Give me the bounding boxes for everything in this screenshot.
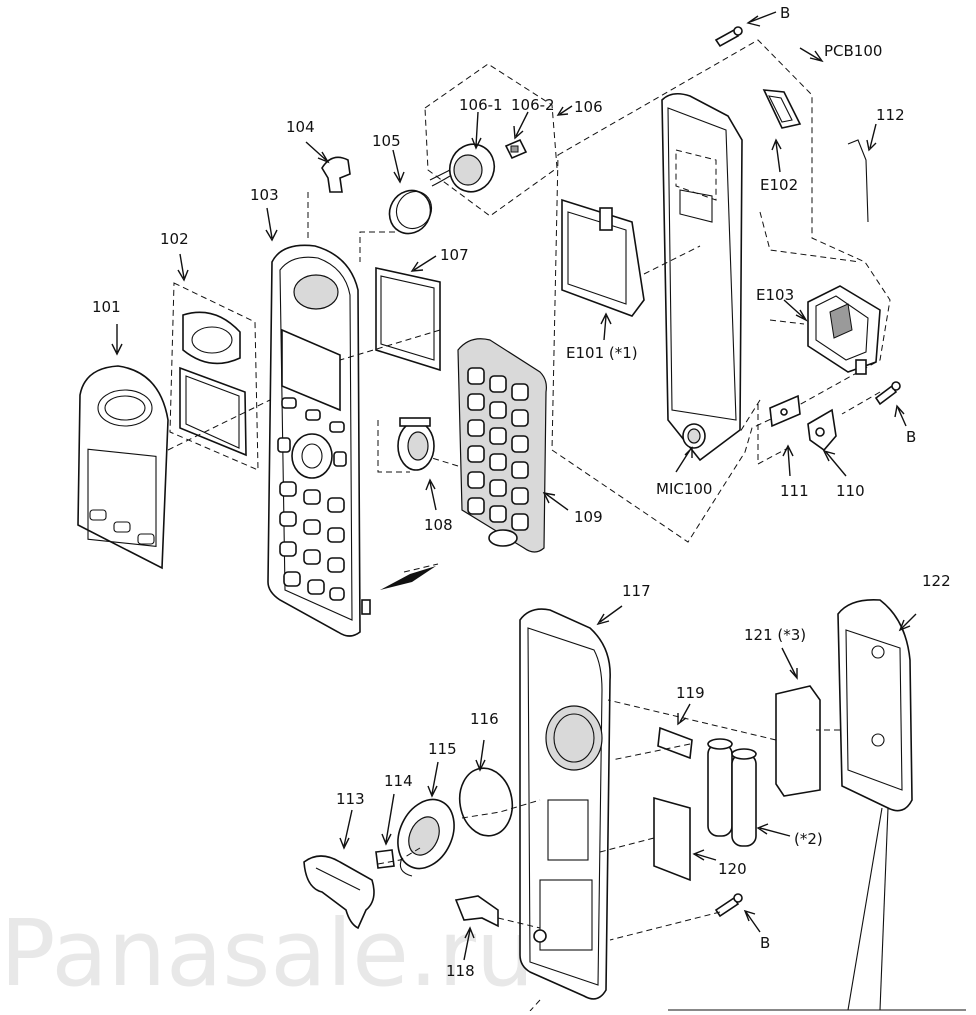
keypad-key xyxy=(489,427,507,445)
label-105: 105 xyxy=(372,132,401,150)
label-110: 110 xyxy=(836,482,865,500)
keypad-key xyxy=(467,471,485,489)
part-114-cushion xyxy=(375,849,395,869)
label-pcb100: PCB100 xyxy=(824,42,882,60)
part-118-bracket xyxy=(454,895,499,928)
part-119-label xyxy=(657,726,693,760)
label-108: 108 xyxy=(424,516,453,534)
part-116-mesh-disc xyxy=(458,767,514,837)
label-star2: (*2) xyxy=(794,830,823,848)
label-106-2: 106-2 xyxy=(511,96,555,114)
label-107: 107 xyxy=(440,246,469,264)
part-112-wire xyxy=(847,139,869,223)
label-e102: E102 xyxy=(760,176,798,194)
assembly-arrow xyxy=(380,566,436,590)
keypad-key xyxy=(489,401,507,419)
keypad-key xyxy=(489,375,507,393)
label-b-right: B xyxy=(906,428,916,446)
part-e103-connector xyxy=(807,285,881,375)
pcb100-board xyxy=(661,92,743,462)
label-106: 106 xyxy=(574,98,603,116)
part-e101-lcd-module xyxy=(561,198,701,317)
label-117: 117 xyxy=(622,582,651,600)
screw-b-top xyxy=(714,26,743,48)
part-103-front-case xyxy=(267,244,371,637)
part-labels: 101 102 103 104 105 106-1 106-2 106 107 … xyxy=(92,4,951,980)
part-117-rear-case xyxy=(519,608,611,1000)
part-104-clip xyxy=(307,156,351,240)
keypad-key xyxy=(467,393,485,411)
part-115-speaker xyxy=(397,798,455,877)
keypad-key xyxy=(489,453,507,471)
keypad-key xyxy=(511,513,529,531)
label-119: 119 xyxy=(676,684,705,702)
part-106-receiver-assy xyxy=(424,63,558,217)
part-101-front-panel xyxy=(77,365,169,570)
label-e101: E101 (*1) xyxy=(566,344,638,362)
label-120: 120 xyxy=(718,860,747,878)
part-120-sheet xyxy=(653,796,691,882)
label-106-1: 106-1 xyxy=(459,96,503,114)
keypad-key xyxy=(511,435,529,453)
keypad-key xyxy=(467,445,485,463)
keypad-key xyxy=(489,505,507,523)
screw-b-bottom xyxy=(714,893,743,918)
watermark: Panasale.ru xyxy=(0,900,534,1007)
label-114: 114 xyxy=(384,772,413,790)
label-b-top: B xyxy=(780,4,790,22)
label-arrows xyxy=(111,11,917,961)
label-121: 121 (*3) xyxy=(744,626,806,644)
label-109: 109 xyxy=(574,508,603,526)
part-105-disc xyxy=(359,189,433,262)
part-102-lens-group xyxy=(169,282,259,471)
part-e102-pad xyxy=(762,89,802,129)
part-113-holder xyxy=(303,855,375,930)
part-109-keypad-rubber xyxy=(457,338,547,553)
label-118: 118 xyxy=(446,962,475,980)
keypad-key xyxy=(467,497,485,515)
pcb-group-boundary xyxy=(551,39,891,543)
part-121-battery-pack xyxy=(775,685,821,797)
leader-lines xyxy=(167,211,881,1012)
label-115: 115 xyxy=(428,740,457,758)
label-113: 113 xyxy=(336,790,365,808)
part-122-battery-cover xyxy=(837,598,913,812)
batteries xyxy=(707,738,757,847)
label-112: 112 xyxy=(876,106,905,124)
label-101: 101 xyxy=(92,298,121,316)
keypad-key xyxy=(467,367,485,385)
part-108-receiver xyxy=(377,417,435,473)
label-e103: E103 xyxy=(756,286,794,304)
label-104: 104 xyxy=(286,118,315,136)
part-110-terminal xyxy=(807,408,837,452)
keypad-key xyxy=(467,419,485,437)
bottom-reference-lines xyxy=(668,807,966,1011)
keypad-key xyxy=(489,479,507,497)
screw-b-right xyxy=(874,381,901,406)
label-b-bottom: B xyxy=(760,934,770,952)
label-mic100: MIC100 xyxy=(656,480,712,498)
label-116: 116 xyxy=(470,710,499,728)
part-107-lcd-sheet xyxy=(375,267,441,372)
label-111: 111 xyxy=(780,482,809,500)
keypad-key xyxy=(511,487,529,505)
label-102: 102 xyxy=(160,230,189,248)
keypad-key xyxy=(511,409,529,427)
keypad-key xyxy=(511,383,529,401)
label-122: 122 xyxy=(922,572,951,590)
part-111-terminal xyxy=(757,394,801,465)
keypad-key xyxy=(511,461,529,479)
label-103: 103 xyxy=(250,186,279,204)
